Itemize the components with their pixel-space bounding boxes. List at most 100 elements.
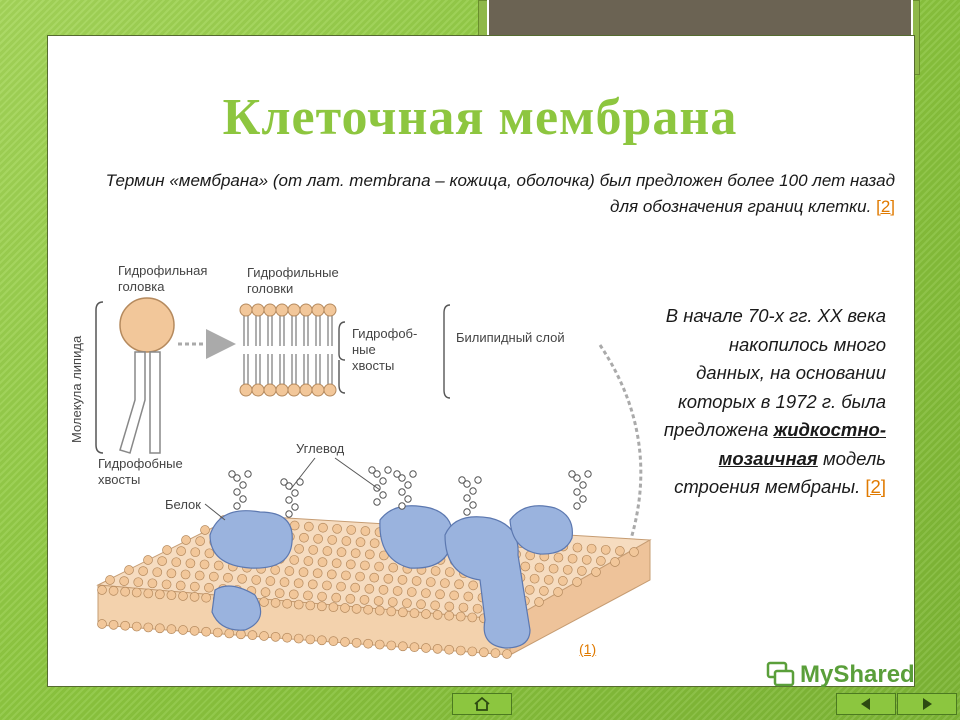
membrane-head bbox=[213, 560, 224, 571]
membrane-head bbox=[350, 582, 361, 593]
lipid-head bbox=[299, 303, 313, 317]
membrane-head bbox=[472, 603, 483, 614]
carbohydrate-bead bbox=[239, 495, 247, 503]
carbohydrate-bead bbox=[228, 470, 236, 478]
membrane-head bbox=[161, 579, 172, 590]
membrane-head bbox=[360, 560, 370, 571]
membrane-head bbox=[502, 649, 512, 659]
lipid-head bbox=[263, 303, 277, 317]
membrane-head bbox=[467, 612, 478, 623]
side-term: жидкостно-мозаичная bbox=[718, 419, 886, 469]
intro-text: Термин «мембрана» (от лат. membrana – ко… bbox=[105, 171, 895, 216]
figure-reference-link[interactable]: (1) bbox=[579, 641, 597, 657]
membrane-head bbox=[270, 565, 281, 575]
membrane-head bbox=[201, 626, 211, 637]
side-paragraph: В начале 70-х гг. XX века накопилось мно… bbox=[660, 302, 886, 502]
home-button[interactable] bbox=[452, 693, 512, 715]
label-carbohydrate: Углевод bbox=[296, 441, 345, 456]
membrane-head bbox=[411, 576, 422, 586]
membrane-head bbox=[195, 536, 205, 546]
membrane-head bbox=[341, 536, 352, 546]
arrow-left-icon bbox=[861, 698, 870, 710]
membrane-head bbox=[189, 592, 200, 602]
slide-title: Клеточная мембрана bbox=[222, 89, 738, 146]
membrane-head bbox=[345, 593, 356, 604]
membrane-head bbox=[425, 577, 436, 587]
carbohydrate-bead bbox=[233, 488, 241, 496]
membrane-head bbox=[388, 562, 399, 573]
next-slide-button[interactable] bbox=[897, 693, 957, 715]
membrane-head bbox=[351, 638, 362, 648]
lipid-head bbox=[251, 383, 265, 397]
membrane-head bbox=[105, 575, 115, 585]
membrane-head bbox=[336, 547, 347, 557]
membrane-head bbox=[341, 570, 351, 581]
carbohydrate-bead bbox=[239, 481, 247, 489]
membrane-head bbox=[336, 581, 346, 592]
membrane-head bbox=[305, 634, 316, 645]
membrane-head bbox=[369, 538, 380, 549]
membrane-head bbox=[610, 557, 620, 567]
membrane-head bbox=[458, 602, 469, 613]
membrane-head bbox=[274, 588, 285, 599]
leader-line bbox=[289, 457, 316, 491]
carbohydrate-bead bbox=[398, 474, 406, 482]
membrane-head bbox=[591, 567, 601, 577]
membrane-head bbox=[369, 572, 380, 583]
membrane-head bbox=[282, 598, 292, 609]
carbohydrate-bead bbox=[368, 466, 376, 474]
membrane-head bbox=[166, 624, 177, 634]
intro-reference-link[interactable]: [2] bbox=[876, 197, 895, 216]
membrane-head bbox=[553, 587, 563, 597]
carbohydrate-bead bbox=[404, 481, 412, 489]
svg-text:головка: головка bbox=[118, 279, 165, 294]
membrane-head bbox=[303, 521, 314, 532]
membrane-head bbox=[331, 592, 342, 603]
membrane-head bbox=[350, 548, 361, 559]
membrane-head bbox=[340, 603, 350, 613]
side-reference-link[interactable]: [2] bbox=[865, 476, 886, 497]
membrane-head bbox=[467, 646, 478, 657]
protein-blob bbox=[211, 585, 262, 631]
membrane-head bbox=[449, 590, 460, 601]
side-text-before: В начале 70-х гг. XX века накопилось мно… bbox=[663, 305, 886, 440]
membrane-head bbox=[479, 647, 489, 658]
membrane-head bbox=[317, 557, 328, 567]
membrane-head bbox=[440, 578, 450, 589]
carbohydrate-bead bbox=[463, 494, 471, 502]
membrane-head bbox=[317, 591, 327, 602]
membrane-head bbox=[208, 571, 219, 582]
membrane-head bbox=[270, 632, 281, 642]
membrane-head bbox=[359, 595, 370, 605]
carbohydrate-bead bbox=[280, 478, 288, 486]
carbohydrate-bead bbox=[584, 470, 592, 478]
membrane-head bbox=[534, 597, 544, 607]
membrane-head bbox=[157, 556, 167, 566]
membrane-head bbox=[308, 545, 319, 555]
membrane-head bbox=[108, 586, 119, 596]
prev-slide-button[interactable] bbox=[836, 693, 896, 715]
lipid-head bbox=[263, 383, 277, 397]
membrane-head bbox=[204, 548, 215, 559]
membrane-head bbox=[374, 561, 384, 572]
label-lipid-molecule: Молекула липида bbox=[69, 335, 84, 443]
label-hydrophobic-tails: Гидрофобные bbox=[98, 456, 183, 471]
membrane-head bbox=[152, 567, 163, 578]
membrane-head bbox=[374, 605, 385, 616]
membrane-head bbox=[572, 577, 582, 587]
label-bilipid-layer: Билипидный слой bbox=[456, 330, 565, 345]
myshared-logo: MyShared bbox=[766, 657, 926, 693]
membrane-head bbox=[383, 573, 394, 584]
membrane-head bbox=[402, 598, 412, 609]
membrane-head bbox=[162, 545, 172, 555]
lipid-molecule-illustration bbox=[95, 297, 175, 454]
membrane-head bbox=[318, 522, 328, 533]
membrane-head bbox=[416, 599, 426, 610]
membrane-head bbox=[572, 542, 583, 553]
membrane-head bbox=[176, 546, 186, 556]
membrane-head bbox=[409, 642, 420, 652]
membrane-head bbox=[355, 537, 366, 547]
carbohydrate-bead bbox=[568, 470, 576, 478]
bracket-tails bbox=[338, 321, 346, 394]
carbohydrate-bead bbox=[291, 489, 299, 497]
